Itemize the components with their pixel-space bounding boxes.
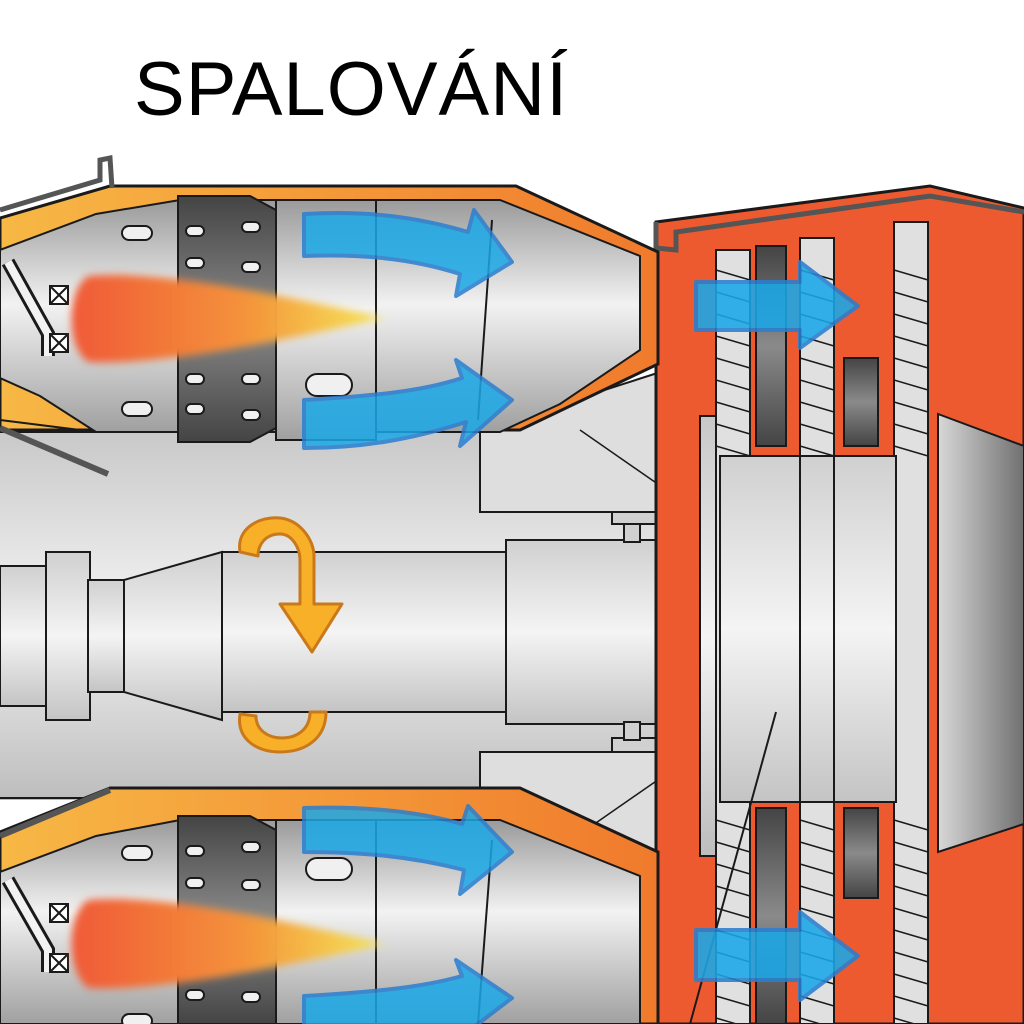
blue-arrow-icon xyxy=(694,910,860,1002)
blue-arrow-icon xyxy=(302,958,514,1024)
diagram-title: SPALOVÁNÍ xyxy=(134,47,569,132)
rotation-arrow-icon xyxy=(238,516,344,754)
blue-arrow-icon xyxy=(302,804,514,896)
flame-icon xyxy=(71,274,384,363)
blue-arrow-icon xyxy=(694,260,860,350)
flame-icon xyxy=(71,898,384,989)
blue-arrow-icon xyxy=(302,208,514,298)
blue-arrow-icon xyxy=(302,358,514,450)
turbine-section xyxy=(653,184,1024,1024)
